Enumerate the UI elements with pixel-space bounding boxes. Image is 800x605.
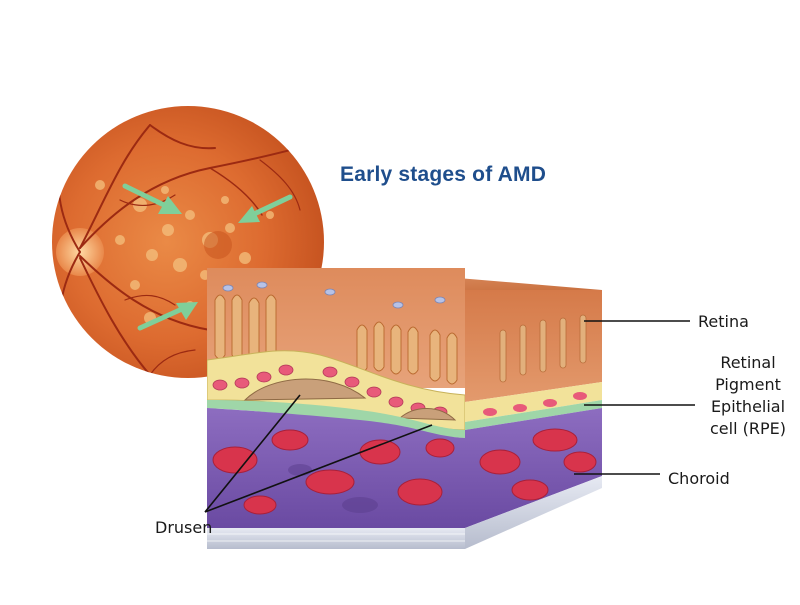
rpe-label-line: Pigment xyxy=(715,375,781,394)
rpe-label: Retinal Pigment Epithelial cell (RPE) xyxy=(700,352,796,440)
choroid-label: Choroid xyxy=(668,469,730,488)
arrow-icon xyxy=(238,194,293,223)
retina-label: Retina xyxy=(698,312,749,331)
diagram-title: Early stages of AMD xyxy=(340,163,547,186)
rpe-label-line: Epithelial xyxy=(710,397,786,416)
neuron-cells xyxy=(222,281,446,309)
rpe-label-line: cell (RPE) xyxy=(710,419,786,438)
drusen-deposit xyxy=(398,408,457,421)
arrow-icon xyxy=(137,302,198,331)
leader-lines xyxy=(204,320,695,513)
choroid-blood-cells xyxy=(212,429,455,515)
tissue-block xyxy=(207,268,602,549)
drusen-deposit xyxy=(243,378,367,401)
macula xyxy=(204,231,232,259)
arrow-icon xyxy=(122,183,182,214)
drusen-spots xyxy=(95,180,274,324)
sclera-base xyxy=(207,528,465,549)
block-front-face xyxy=(207,268,465,549)
rpe-label-line: Retinal xyxy=(720,353,776,372)
drusen-label: Drusen xyxy=(155,518,213,537)
drusen-leader xyxy=(204,424,433,513)
drusen-pointer-arrows xyxy=(122,183,293,331)
drusen-leader xyxy=(204,394,301,513)
block-side-face xyxy=(465,290,602,549)
